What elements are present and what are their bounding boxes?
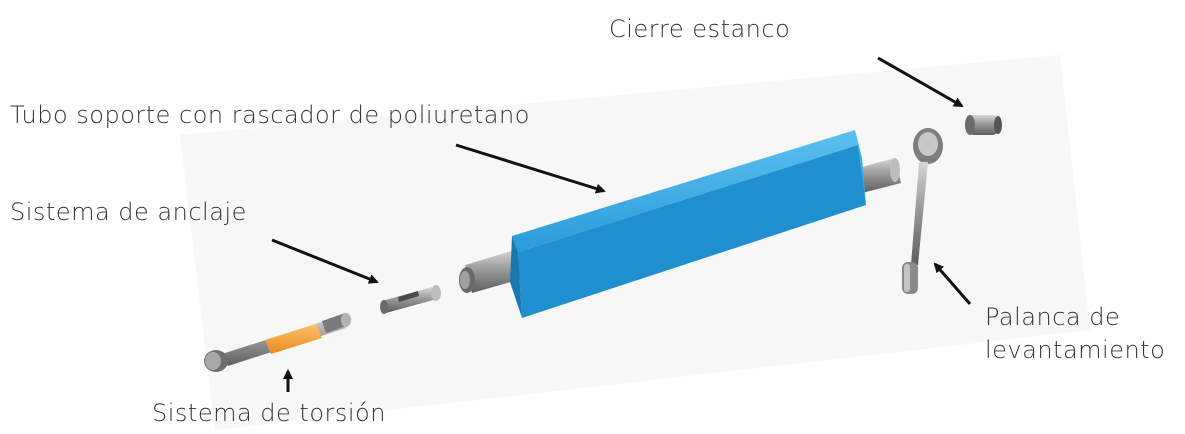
tube-label: Tubo soporte con rascador de poliuretano [10, 101, 530, 129]
support-tube-part [459, 158, 901, 293]
torsion-system-part [204, 313, 351, 372]
torsion-band [265, 324, 322, 354]
anchor-system-part [380, 285, 441, 314]
polyurethane-scraper [510, 130, 866, 318]
tube-arrow [455, 143, 606, 194]
anchor-arrow [271, 238, 379, 284]
lifting-lever-part [902, 128, 943, 294]
seal-arrow [877, 56, 964, 108]
torsion-label: Sistema de torsión [152, 399, 386, 427]
anchor-label: Sistema de anclaje [10, 198, 247, 226]
watertight-seal-part [965, 115, 1002, 135]
seal-label: Cierre estanco [609, 15, 791, 43]
lever-arrow [933, 262, 972, 305]
lever-label-line1: Palanca de [985, 303, 1121, 331]
lever-label-line2: levantamiento [985, 336, 1166, 364]
